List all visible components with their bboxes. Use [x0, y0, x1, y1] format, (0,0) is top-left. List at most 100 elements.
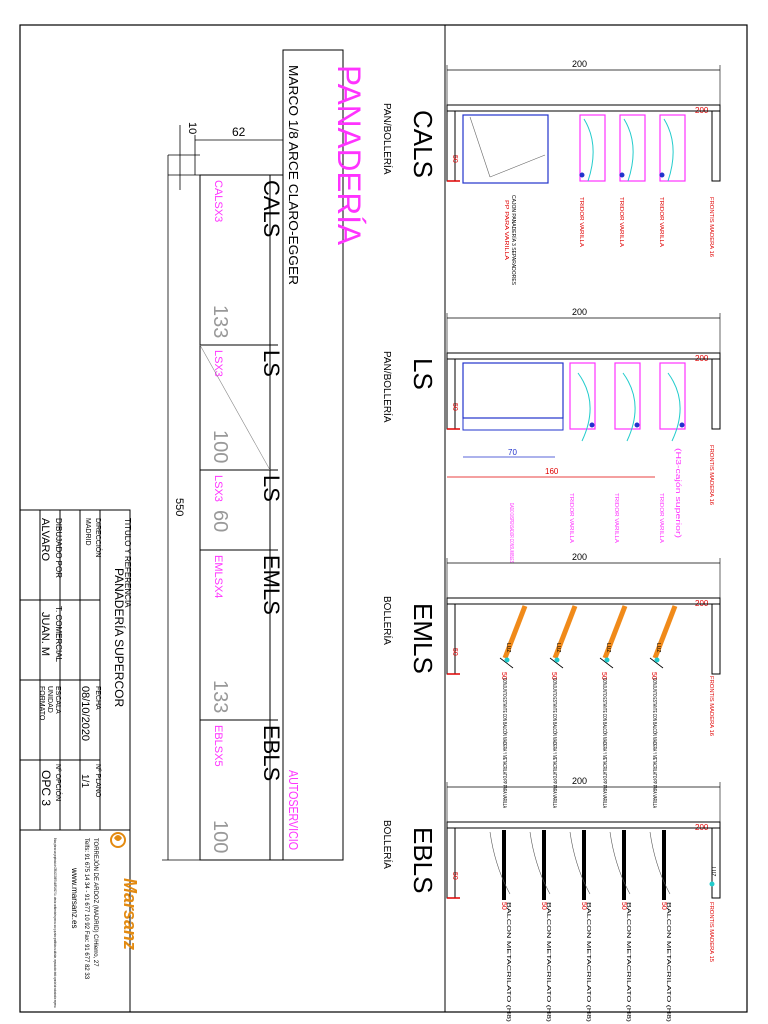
counter-side: [446, 358, 456, 430]
luz-label: LUZ: [710, 867, 716, 876]
luz-label: LUZ: [655, 643, 661, 652]
section-width: 200: [572, 307, 587, 317]
plan-module-name: CALS: [259, 180, 284, 237]
plan-module-length: 100: [209, 430, 231, 463]
plan-diagonal: [199, 344, 271, 471]
counter-top: [446, 352, 721, 360]
plan-module-name: LS: [259, 475, 284, 502]
brand-phone: Telfs: 91 675 14 34 - 91 677 10 92 Fax: …: [83, 838, 89, 980]
direccion-label: DIRECCIÓN: [94, 518, 103, 557]
wood-shelf: [502, 605, 528, 659]
comercial-label: T. COMERCIAL: [54, 606, 63, 663]
brand-logo: Marsanz: [120, 878, 140, 950]
zocalo-label: 50: [451, 648, 458, 656]
light-dot: [504, 657, 510, 663]
plano-label: Nº PLANO: [94, 764, 101, 798]
section-width: 200: [572, 59, 587, 69]
acrylic-post: [622, 830, 626, 900]
frontis-label: FRONTIS MADERA 15: [708, 902, 714, 962]
fecha-label: FECHA: [94, 686, 101, 710]
tray-label: TRIDOR VARILLA: [578, 197, 584, 248]
acrylic-curve: [649, 831, 671, 895]
bin-curve: [583, 118, 594, 182]
plan-title: PANADERÍA: [331, 65, 367, 246]
bin-curve: [623, 118, 634, 182]
unidad-label: UNIDAD: [46, 686, 53, 713]
brand-mark-icon: [110, 832, 126, 848]
acrylic-curve: [489, 831, 511, 895]
dispenser-label: DADO DISPENSADOR CONSUMIBLES: [508, 503, 514, 563]
shelf-label: CONJUNTO ESTANTE CON BALCÓN MADERA Y MET…: [601, 678, 608, 808]
shelf-label: CONJUNTO ESTANTE CON BALCÓN MADERA Y MET…: [651, 678, 658, 808]
acrylic-post: [502, 830, 506, 900]
acrylic-post: [542, 830, 546, 900]
balcon-label: BALCON METACRILATO (H8): [505, 902, 511, 1023]
counter-side: [446, 827, 456, 899]
brand-web: www.marsanz.es: [70, 867, 79, 928]
rail-dot: [619, 172, 625, 178]
plan-subtitle: MARCO 1/8 ARCE CLARO-EGGER: [286, 65, 301, 285]
drawer-label: CAJON PANADERÍA 3 SEPARADORES: [510, 195, 517, 286]
wood-shelf: [552, 605, 578, 659]
counter-front: [711, 358, 721, 430]
luz-label: LUZ: [555, 643, 561, 652]
plan-module-name: LS: [259, 350, 284, 377]
acrylic-post: [582, 830, 586, 900]
dim-total: 550: [173, 498, 185, 516]
tray-label: TRIDOR VARILLA: [658, 197, 664, 248]
shelf-label: CONJUNTO ESTANTE CON BALCÓN MADERA Y MET…: [501, 678, 508, 808]
drawer-sublabel: PP PARA VARILLA: [503, 200, 509, 261]
shelf-dim: 50: [550, 672, 557, 680]
shelf-dim: 50: [600, 672, 607, 680]
brand-address: TORREJÓN DE ARDOZ (MADRID) C/Hierro, 27: [92, 838, 99, 967]
section-subtitle: BOLLERÍA: [381, 596, 394, 645]
rail-dot: [679, 422, 685, 428]
frontis-label: FRONTIS MADERA 16: [708, 445, 714, 505]
tray-label: TRIDOR VARILLA: [658, 493, 664, 544]
section-title: EMLS: [408, 603, 438, 674]
shelf-dim: 50: [660, 902, 667, 910]
plan-bottom-label: AUTOSERVICIO: [286, 770, 301, 850]
plan-module-name: EMLS: [259, 555, 284, 615]
section-title: LS: [408, 358, 438, 390]
acrylic-curve: [609, 831, 631, 895]
counter-top: [446, 104, 721, 112]
shelf-dim: 50: [650, 672, 657, 680]
light-dot: [709, 881, 715, 887]
shelf-dim: 50: [620, 902, 627, 910]
bin-tray: [569, 362, 596, 430]
acrylic-curve: [569, 831, 591, 895]
plano-value: 1/1: [79, 774, 90, 788]
luz-label: LUZ: [505, 643, 511, 652]
rail-dot: [589, 422, 595, 428]
section-subtitle: PAN/BOLLERÍA: [381, 103, 394, 175]
plan-module-length: 100: [209, 820, 231, 853]
frontis-label: FRONTIS MADERA 16: [708, 197, 714, 257]
bin-tray: [659, 362, 686, 430]
shelf-dim: 50: [580, 902, 587, 910]
tray-label: TRIDOR VARILLA: [568, 493, 574, 544]
counter-front: [711, 110, 721, 182]
zocalo-label: 50: [451, 155, 458, 163]
balcon-label: BALCON METACRILATO (H8): [545, 902, 551, 1023]
plan-module-length: 60: [209, 510, 231, 532]
shelf-dim: 50: [500, 672, 507, 680]
counter-top: [446, 597, 721, 605]
escala-label: ESCALA: [54, 686, 61, 714]
counter-top: [446, 821, 721, 829]
tray-label: TRIDOR VARILLA: [613, 493, 619, 544]
counter-front: [711, 827, 721, 899]
module-strip: [199, 174, 271, 861]
titulo-value: PANADERÍA SUPERCOR: [112, 568, 127, 707]
title-block: TITULO Y REFERENCIA PANADERÍA SUPERCOR D…: [19, 509, 140, 1013]
fecha-value: 08/10/2020: [79, 686, 91, 741]
dibujado-value: ALVARO: [39, 518, 51, 561]
dim-160: 160: [545, 467, 559, 476]
dim-70: 70: [508, 448, 517, 457]
plan-module-code: EBLSX5: [212, 725, 224, 767]
bin-curve: [622, 372, 636, 442]
